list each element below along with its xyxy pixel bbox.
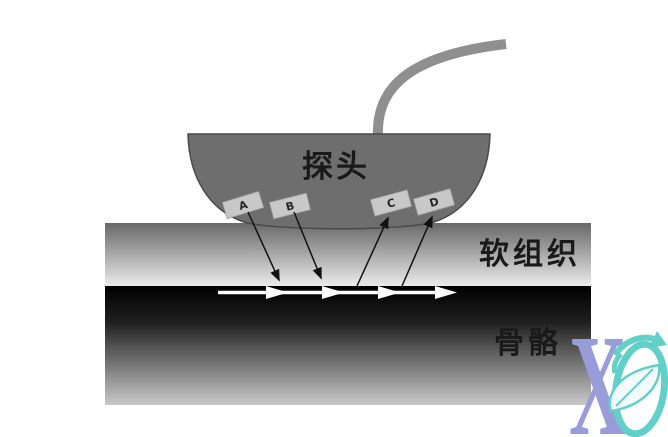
probe-body — [187, 133, 491, 230]
transducer-element-b: B — [269, 192, 311, 220]
probe-cable — [372, 39, 507, 138]
surface-wave-arrowhead-icon — [435, 286, 457, 299]
beam-arrow-d — [401, 215, 433, 287]
element-b-box — [269, 192, 311, 220]
transducer-element-c: C — [369, 189, 413, 217]
watermark-apostrophe — [611, 352, 623, 374]
watermark-arrowhead-icon — [649, 331, 667, 348]
element-a-box — [221, 190, 265, 220]
bone-layer — [105, 286, 591, 405]
surface-wave-arrowhead-icon — [266, 286, 288, 299]
surface-wave-arrowhead-icon — [378, 286, 400, 299]
surface-wave-arrow — [218, 286, 457, 299]
probe-label: 探头 — [302, 149, 370, 185]
transducer-element-d: D — [412, 188, 456, 216]
bone-label: 骨骼 — [494, 326, 562, 361]
surface-wave-arrowhead-icon — [322, 286, 344, 299]
watermark-leaf-midrib — [615, 368, 654, 407]
element-d-box — [412, 188, 456, 216]
watermark-ring-leaf-icon — [608, 331, 668, 437]
element-b-label: B — [284, 199, 295, 214]
element-d-label: D — [428, 195, 440, 210]
beam-arrow-c — [356, 216, 389, 287]
soft-tissue-layer — [105, 223, 591, 286]
beam-arrow-a — [247, 211, 280, 282]
watermark-logo: X — [569, 306, 668, 437]
beam-arrow-b — [293, 211, 322, 280]
element-c-label: C — [386, 196, 397, 211]
transducer-element-a: A — [221, 190, 265, 220]
element-c-box — [369, 189, 413, 217]
soft-tissue-label: 软组织 — [479, 237, 581, 272]
